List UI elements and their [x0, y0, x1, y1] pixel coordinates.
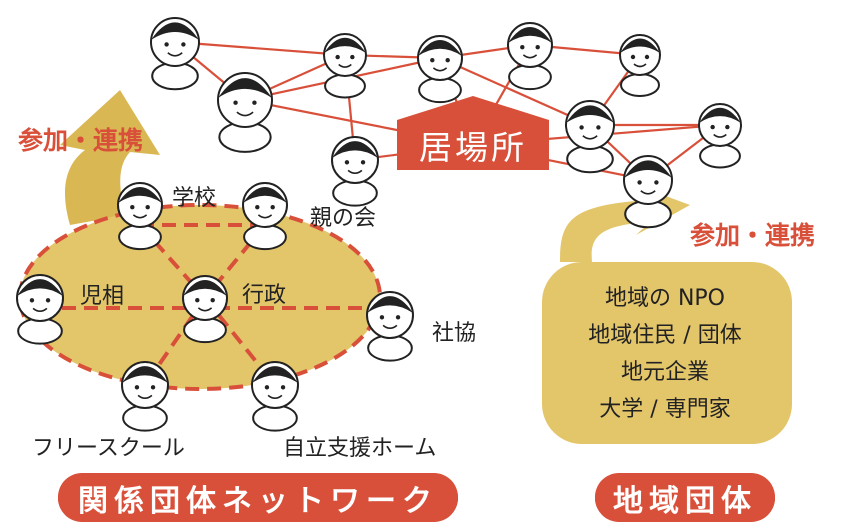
- person-independence-home-icon: [251, 361, 299, 432]
- person-school-icon: [117, 182, 163, 251]
- person-child-consult-icon: [16, 274, 64, 345]
- label-child-consult: 児相: [80, 284, 125, 309]
- community-item: 地域の NPO: [604, 286, 726, 311]
- left-up-arrow: [60, 90, 160, 225]
- bottom-right-title: 地域団体: [595, 475, 775, 521]
- hub-house: [397, 96, 549, 170]
- person-admin-icon: [182, 275, 228, 344]
- community-item: 地域住民 / 団体: [588, 323, 742, 348]
- right-arrow-box: [560, 185, 690, 262]
- participation-left-label: 参加・連携: [18, 126, 144, 155]
- bottom-left-title: 関係団体ネットワーク: [58, 475, 458, 521]
- person-6-icon: [619, 34, 661, 97]
- label-free-school: フリースクール: [32, 436, 185, 461]
- participation-right-label: 参加・連携: [690, 221, 816, 250]
- person-social-welfare-icon: [366, 291, 414, 362]
- person-8-icon: [698, 103, 742, 169]
- hub-label: 居場所: [419, 128, 527, 167]
- person-free-school-icon: [121, 361, 169, 432]
- person-5-icon: [507, 22, 553, 91]
- community-box: [542, 262, 792, 444]
- person-4-icon: [417, 35, 463, 104]
- person-parents-icon: [331, 136, 379, 207]
- community-item: 地元企業: [620, 360, 709, 385]
- person-7-icon: [565, 100, 615, 174]
- person-1-icon: [150, 17, 200, 91]
- label-social-welfare: 社協: [432, 321, 477, 346]
- person-2-icon: [217, 72, 273, 153]
- community-list: 地域の NPO 地域住民 / 団体 地元企業 大学 / 専門家: [545, 280, 785, 428]
- label-school: 学校: [172, 186, 217, 211]
- community-item: 大学 / 専門家: [599, 397, 731, 422]
- label-admin: 行政: [242, 283, 287, 308]
- person-parents-rep-icon: [242, 182, 288, 251]
- person-9-icon: [623, 155, 673, 229]
- label-parents: 親の会: [310, 206, 377, 231]
- person-3-icon: [323, 33, 367, 99]
- label-independence-home: 自立支援ホーム: [283, 436, 437, 461]
